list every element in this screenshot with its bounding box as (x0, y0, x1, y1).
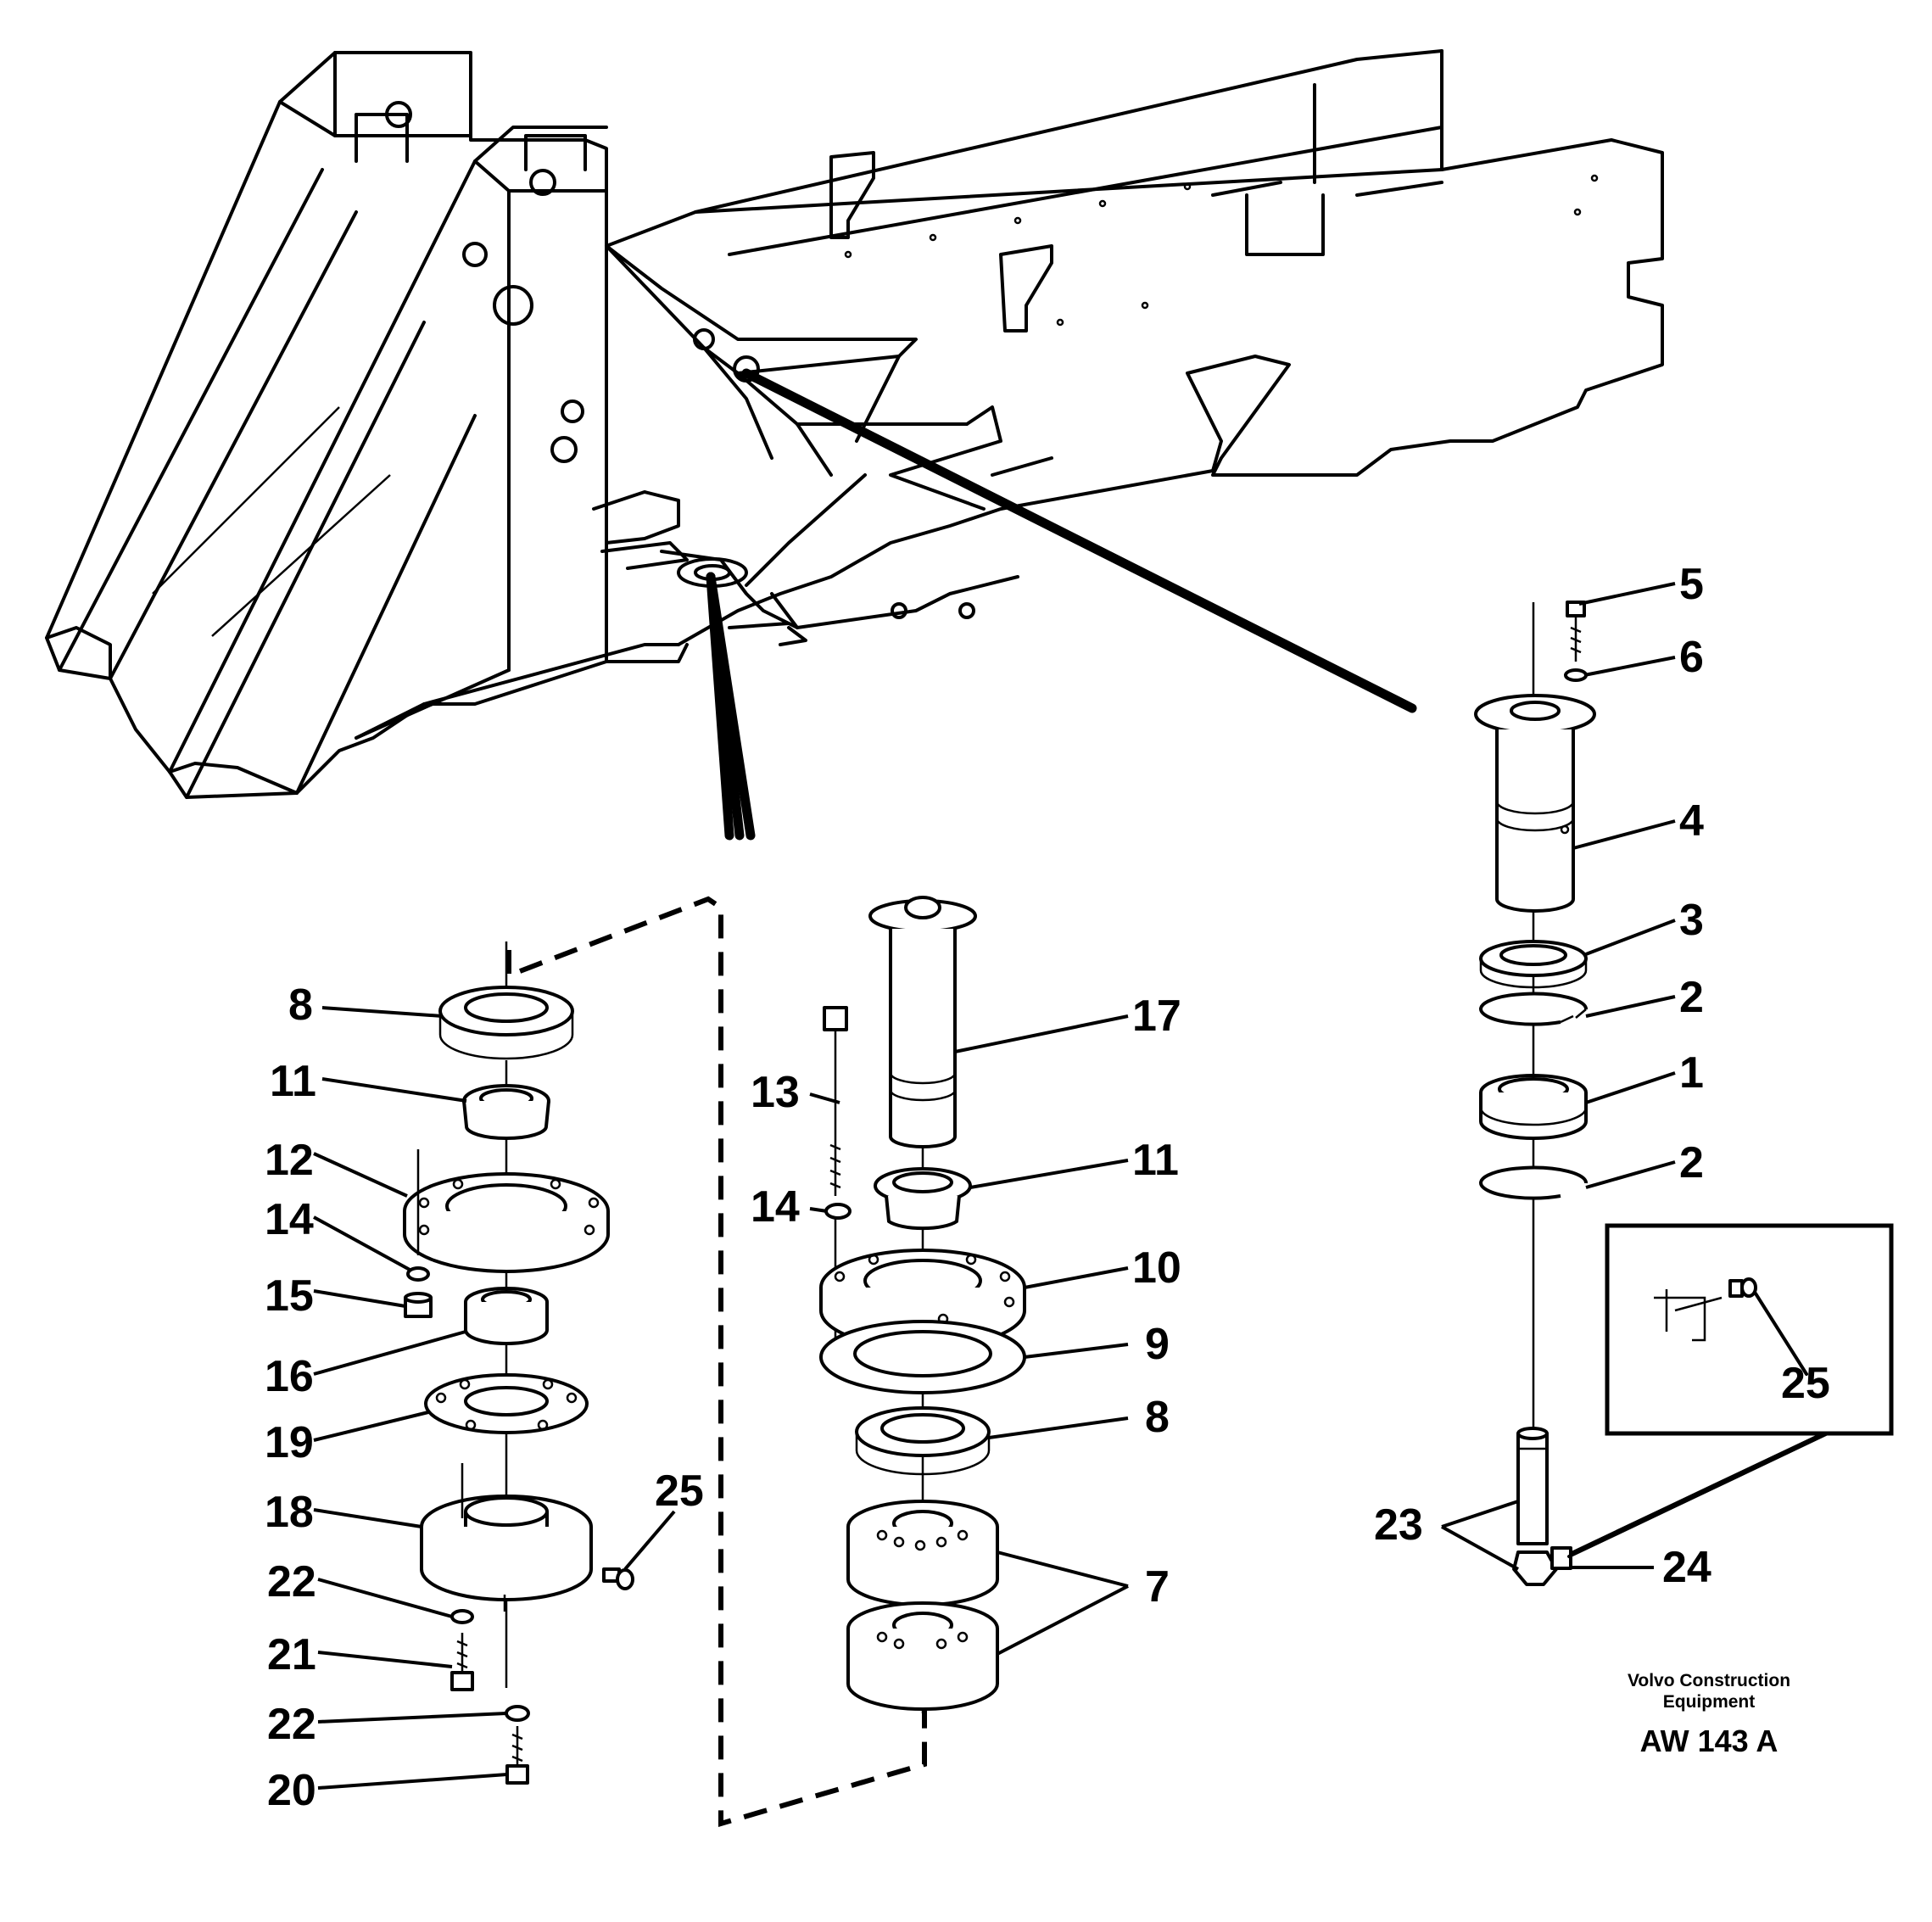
callout-1: 1 (1679, 1048, 1704, 1098)
callout-9: 9 (1145, 1320, 1170, 1369)
callout-19: 19 (265, 1418, 314, 1467)
left-bearing-assembly (403, 941, 634, 1785)
callout-16: 16 (265, 1352, 314, 1401)
callout-7: 7 (1145, 1562, 1170, 1612)
leader-lines (313, 582, 1676, 1790)
callout-labels: 5 6 4 3 2 1 2 25 23 24 17 13 11 14 10 9 … (265, 560, 1830, 1815)
callout-6: 6 (1679, 633, 1704, 682)
callout-24: 24 (1662, 1543, 1711, 1592)
brand-line-2: Equipment (1663, 1692, 1756, 1712)
middle-pin-assembly (819, 896, 1026, 1713)
callout-8-middle: 8 (1145, 1393, 1170, 1442)
pointer-line-right (741, 368, 1417, 713)
callout-2-upper: 2 (1679, 973, 1704, 1022)
callout-21: 21 (267, 1630, 316, 1679)
callout-13: 13 (751, 1068, 800, 1117)
callout-14-middle: 14 (751, 1182, 800, 1232)
callout-10: 10 (1132, 1243, 1181, 1293)
callout-11-middle: 11 (1132, 1136, 1179, 1185)
callout-25-inset: 25 (1781, 1359, 1830, 1408)
callout-2-lower: 2 (1679, 1138, 1704, 1187)
callout-25-left: 25 (655, 1467, 704, 1516)
callout-18: 18 (265, 1488, 314, 1537)
callout-8-left: 8 (288, 981, 313, 1030)
callout-15: 15 (265, 1271, 314, 1321)
callout-14-left: 14 (265, 1195, 314, 1244)
brand-line-1: Volvo Construction (1628, 1671, 1790, 1690)
figure-code: AW 143 A (1640, 1724, 1778, 1758)
callout-20: 20 (267, 1766, 316, 1815)
callout-5: 5 (1679, 560, 1704, 609)
loader-front-frame (45, 49, 1664, 799)
callout-3: 3 (1679, 896, 1704, 945)
callout-22-upper: 22 (267, 1557, 316, 1606)
inset-detail-box (1605, 1223, 1894, 1436)
callout-23: 23 (1374, 1500, 1423, 1550)
callout-12: 12 (265, 1136, 314, 1185)
callout-11-left: 11 (270, 1057, 316, 1106)
dashed-enclosure (506, 896, 927, 1827)
callout-22-lower: 22 (267, 1700, 316, 1749)
callout-17: 17 (1132, 992, 1181, 1041)
callout-4: 4 (1679, 796, 1704, 846)
right-pin-assembly (1474, 601, 1894, 1586)
